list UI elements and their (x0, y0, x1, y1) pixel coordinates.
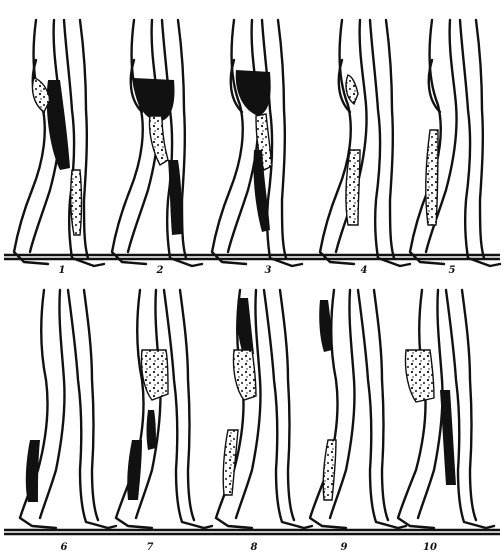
frame-7 (116, 290, 212, 528)
frame-label-4: 4 (361, 265, 368, 276)
frame-9 (310, 290, 406, 528)
muscle-shin-speckle (71, 170, 82, 235)
frame-label-10: 10 (423, 542, 437, 553)
frame-label-9: 9 (341, 542, 348, 553)
muscle-shin-speckle (323, 440, 336, 500)
frame-2 (112, 20, 202, 266)
frame-10 (398, 290, 494, 528)
muscle-hip-dark (319, 300, 332, 352)
muscle-calf-dark (440, 390, 456, 485)
muscle-shin-speckle (346, 150, 360, 225)
frame-5 (410, 20, 500, 266)
frame-label-8: 8 (251, 542, 258, 553)
muscle-thigh-back-dark (47, 80, 70, 170)
muscle-shin-dark (147, 410, 157, 450)
frame-1 (14, 20, 104, 266)
muscle-shin-speckle (426, 130, 438, 225)
muscle-thigh-speckle (233, 350, 256, 400)
frame-3 (212, 20, 302, 266)
frame-label-7: 7 (147, 542, 154, 553)
muscle-calf-dark (26, 440, 40, 502)
frame-label-3: 3 (265, 265, 272, 276)
frame-6 (20, 290, 116, 528)
muscle-thigh-speckle (405, 350, 434, 402)
frame-label-5: 5 (449, 265, 456, 276)
muscle-calf-dark (127, 440, 142, 500)
muscle-hip-dark (237, 298, 254, 356)
muscle-calf-dark (168, 160, 182, 235)
frame-label-1: 1 (59, 265, 66, 276)
frame-8 (216, 290, 312, 528)
muscle-thigh-speckle (141, 350, 168, 400)
frame-label-6: 6 (61, 542, 68, 553)
frame-label-2: 2 (156, 265, 164, 276)
muscle-thigh-speckle-small (346, 75, 358, 104)
muscle-thigh-speckle (149, 116, 168, 165)
frame-4 (320, 20, 410, 266)
